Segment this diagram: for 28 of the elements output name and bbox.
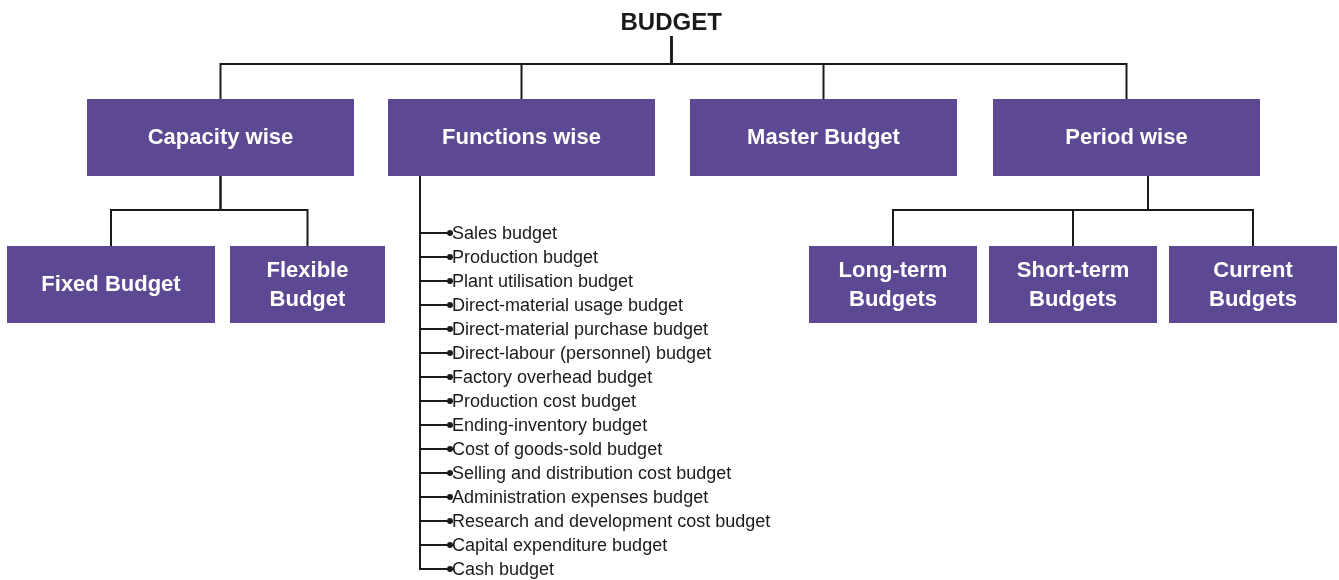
list-item-text: Ending-inventory budget: [452, 414, 648, 436]
list-item-text: Capital expenditure budget: [452, 534, 668, 556]
list-item-text: Factory overhead budget: [452, 366, 653, 388]
category-box: Fixed Budget: [7, 246, 215, 323]
category-box: Functions wise: [388, 99, 655, 176]
list-item-text: Administration expenses budget: [452, 486, 709, 508]
category-box: Period wise: [993, 99, 1260, 176]
category-box: Capacity wise: [87, 99, 354, 176]
category-box: Master Budget: [690, 99, 957, 176]
connector-line: [1147, 175, 1254, 247]
category-box: Current Budgets: [1169, 246, 1337, 323]
list-item-text: Cost of goods-sold budget: [452, 438, 663, 460]
category-box: Flexible Budget: [230, 246, 385, 323]
category-box: Long-term Budgets: [809, 246, 977, 323]
connector-line: [670, 35, 1128, 100]
list-item-text: Direct-material usage budget: [452, 294, 684, 316]
list-item-text: Sales budget: [452, 222, 558, 244]
list-item-text: Production budget: [452, 246, 599, 268]
diagram-title: BUDGET: [620, 8, 722, 36]
list-item-text: Direct-material purchase budget: [452, 318, 709, 340]
list-item-text: Cash budget: [452, 558, 555, 580]
list-item-text: Production cost budget: [452, 390, 637, 412]
list-item-text: Direct-labour (personnel) budget: [452, 342, 712, 364]
list-item-text: Selling and distribution cost budget: [452, 462, 732, 484]
list-item-text: Research and development cost budget: [452, 510, 771, 532]
list-item-text: Plant utilisation budget: [452, 270, 634, 292]
connector-line: [219, 175, 309, 247]
category-box: Short-term Budgets: [989, 246, 1157, 323]
